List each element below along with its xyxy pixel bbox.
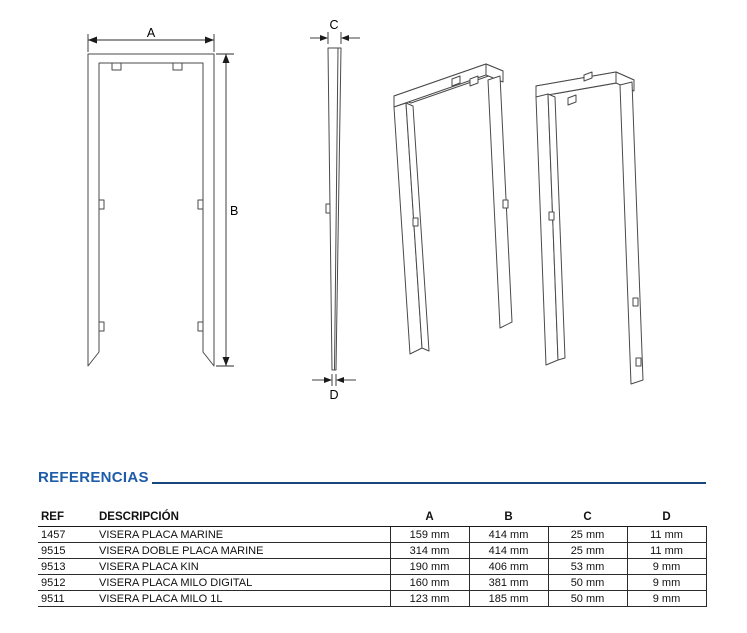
iso2-svg bbox=[535, 71, 644, 385]
side-view-svg: C D bbox=[310, 18, 360, 402]
col-header-d: D bbox=[627, 510, 706, 527]
frame-front-outline bbox=[87, 53, 215, 367]
dim-c-cell: 25 mm bbox=[547, 526, 627, 543]
title-rule bbox=[151, 481, 706, 484]
arrowhead bbox=[222, 54, 230, 63]
table-row: 1457 VISERA PLACA MARINE 159 mm 414 mm 2… bbox=[38, 526, 707, 543]
dim-d-cell: 9 mm bbox=[626, 558, 707, 575]
back-leg bbox=[619, 81, 644, 385]
dim-a-cell: 190 mm bbox=[389, 558, 469, 575]
col-header-a: A bbox=[390, 510, 469, 527]
top-tab bbox=[451, 75, 461, 87]
profile-thickness-line bbox=[334, 47, 339, 371]
references-title: REFERENCIAS bbox=[38, 469, 149, 486]
ref-cell: 9515 bbox=[38, 542, 96, 559]
back-leg bbox=[487, 75, 513, 329]
dim-c-cell: 50 mm bbox=[547, 590, 627, 607]
isometric-view-1 bbox=[386, 50, 526, 370]
table-row: 9512 VISERA PLACA MILO DIGITAL 160 mm 38… bbox=[38, 574, 707, 591]
front-view-svg: A B bbox=[87, 26, 238, 367]
col-header-c: C bbox=[548, 510, 627, 527]
dim-a-label: A bbox=[147, 26, 156, 40]
description-cell: VISERA PLACA MILO 1L bbox=[96, 590, 390, 607]
side-clip bbox=[325, 203, 331, 214]
mount-clip bbox=[172, 62, 183, 71]
side-clip bbox=[412, 217, 419, 227]
arrowhead bbox=[341, 35, 349, 41]
side-clip bbox=[197, 321, 204, 332]
front-view-drawing: A B bbox=[72, 26, 242, 386]
ref-cell: 9511 bbox=[38, 590, 96, 607]
dim-b-cell: 414 mm bbox=[468, 526, 548, 543]
dim-c-cell: 50 mm bbox=[547, 574, 627, 591]
dim-d-cell: 11 mm bbox=[626, 526, 707, 543]
arrowhead bbox=[336, 377, 344, 383]
col-header-desc: DESCRIPCIÓN bbox=[96, 510, 390, 527]
dim-b-cell: 381 mm bbox=[468, 574, 548, 591]
table-row: 9511 VISERA PLACA MILO 1L 123 mm 185 mm … bbox=[38, 590, 707, 607]
arrowhead bbox=[222, 357, 230, 366]
dim-a-cell: 160 mm bbox=[389, 574, 469, 591]
arrowhead bbox=[88, 36, 97, 44]
dim-d-cell: 9 mm bbox=[626, 590, 707, 607]
mount-clip bbox=[469, 75, 479, 87]
dim-b-cell: 406 mm bbox=[468, 558, 548, 575]
arrowhead bbox=[320, 35, 328, 41]
references-section: REFERENCIAS REF DESCRIPCIÓN A B C D bbox=[38, 470, 707, 607]
table-row: 9515 VISERA DOBLE PLACA MARINE 314 mm 41… bbox=[38, 542, 707, 559]
references-table: REF DESCRIPCIÓN A B C D 1457 VISERA PLAC… bbox=[38, 510, 707, 607]
table-header-row: REF DESCRIPCIÓN A B C D bbox=[38, 510, 706, 527]
rail-front-face bbox=[535, 71, 617, 98]
table-row: 9513 VISERA PLACA KIN 190 mm 406 mm 53 m… bbox=[38, 558, 707, 575]
side-clip bbox=[98, 321, 105, 332]
side-clip bbox=[548, 211, 555, 221]
side-clip bbox=[632, 297, 639, 307]
references-header: REFERENCIAS bbox=[38, 470, 706, 485]
side-clip bbox=[197, 199, 204, 210]
ref-cell: 9512 bbox=[38, 574, 96, 591]
dim-a-cell: 314 mm bbox=[389, 542, 469, 559]
arrowhead bbox=[324, 377, 332, 383]
isometric-view-2 bbox=[524, 52, 664, 397]
dim-b-label: B bbox=[230, 204, 238, 218]
description-cell: VISERA PLACA MARINE bbox=[96, 526, 390, 543]
dim-b-cell: 185 mm bbox=[468, 590, 548, 607]
side-view-drawing: C D bbox=[303, 18, 368, 402]
dim-a-cell: 159 mm bbox=[389, 526, 469, 543]
ref-cell: 1457 bbox=[38, 526, 96, 543]
dim-c-cell: 25 mm bbox=[547, 542, 627, 559]
dim-d-label: D bbox=[329, 388, 338, 402]
arrowhead bbox=[205, 36, 214, 44]
profile-outline bbox=[327, 47, 342, 371]
side-clip bbox=[635, 357, 642, 367]
col-header-ref: REF bbox=[38, 510, 96, 527]
side-clip bbox=[502, 199, 509, 209]
front-leg-side bbox=[547, 93, 566, 361]
front-leg-side bbox=[405, 102, 430, 352]
description-cell: VISERA DOBLE PLACA MARINE bbox=[96, 542, 390, 559]
ref-cell: 9513 bbox=[38, 558, 96, 575]
side-clip bbox=[98, 199, 105, 210]
mount-clip bbox=[567, 94, 577, 106]
dim-d-cell: 9 mm bbox=[626, 574, 707, 591]
top-tab bbox=[583, 71, 593, 82]
dim-c-cell: 53 mm bbox=[547, 558, 627, 575]
description-cell: VISERA PLACA KIN bbox=[96, 558, 390, 575]
mount-clip bbox=[111, 62, 122, 71]
col-header-b: B bbox=[469, 510, 548, 527]
dim-a-cell: 123 mm bbox=[389, 590, 469, 607]
dim-c-label: C bbox=[329, 18, 338, 32]
iso1-svg bbox=[393, 63, 513, 355]
dim-b-cell: 414 mm bbox=[468, 542, 548, 559]
description-cell: VISERA PLACA MILO DIGITAL bbox=[96, 574, 390, 591]
dim-d-cell: 11 mm bbox=[626, 542, 707, 559]
